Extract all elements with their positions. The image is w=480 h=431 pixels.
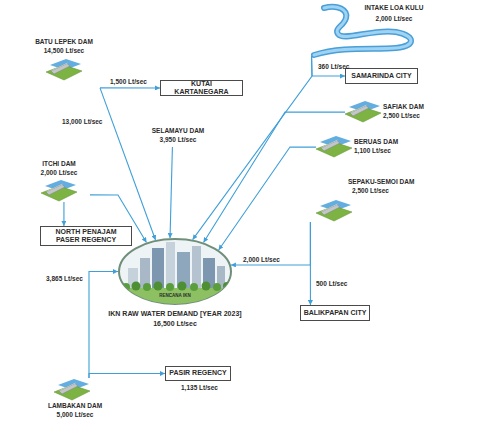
flow-connector <box>204 112 346 242</box>
dam-icon-group <box>46 59 82 80</box>
node-title: SAFIAK DAM <box>383 103 425 110</box>
flow-rate-label: 3,865 Lt/sec <box>46 275 83 282</box>
flow-value: 1,100 Lt/sec <box>354 147 396 154</box>
dam-source: ITCHI DAM 2,000 Lt/sec <box>28 160 90 202</box>
dam-crest <box>59 383 76 392</box>
dam-wall <box>321 205 340 216</box>
region-box: PASIR REGENCY <box>165 366 231 381</box>
flow-value: 2,500 Lt/sec <box>383 112 425 119</box>
dam-crest <box>350 105 367 114</box>
flow-connector <box>219 147 316 250</box>
flow-connector <box>310 222 311 305</box>
dam-crest <box>321 140 338 149</box>
flow-value: 3,950 Lt/sec <box>150 136 206 143</box>
region-box: SAMARINDA CITY <box>345 68 418 84</box>
dam-icon <box>28 38 100 90</box>
dam-crest <box>46 184 63 193</box>
river-water <box>314 7 411 55</box>
region-name: SAMARINDA CITY <box>351 72 411 80</box>
river-bank <box>314 7 411 55</box>
region-name: PASIR REGENCY <box>169 369 226 377</box>
node-title: INTAKE LOA KULU <box>360 4 428 11</box>
flow-connector <box>170 147 172 238</box>
dam-crest <box>51 63 68 72</box>
flow-connector <box>231 222 310 265</box>
flow-connector <box>100 87 160 88</box>
flow-value: 2,000 Lt/sec <box>28 169 90 176</box>
dam-source: BATU LEPEK DAM 14,500 Lt/sec <box>28 38 100 90</box>
dam-source: SAFIAK DAM 2,500 Lt/sec <box>345 100 425 122</box>
dam-source: SEPAKU-SEMOI DAM 2,500 Lt/sec <box>298 178 422 222</box>
dam-wall <box>46 185 65 196</box>
dam-icon-group <box>345 101 381 122</box>
region-name: NORTH PENAJAM PASER REGENCY <box>43 228 129 244</box>
flow-rate-label: 360 Lt/sec <box>318 63 349 70</box>
region-box: NORTH PENAJAM PASER REGENCY <box>40 226 132 246</box>
dam-source: SELAMAYU DAM 3,950 Lt/sec <box>150 127 206 147</box>
flow-value: 5,000 Lt/sec <box>40 411 110 418</box>
flow-rate-label: 13,000 Lt/sec <box>62 118 102 125</box>
node-title: RENCANA IKN <box>100 293 250 298</box>
flow-rate-label: 1,500 Lt/sec <box>110 78 147 85</box>
node-title: LAMBAKAN DAM <box>40 402 110 409</box>
region-box: KUTAI KARTANEGARA <box>160 80 243 96</box>
dam-icon-group <box>316 136 352 157</box>
flow-connector <box>100 88 156 240</box>
flow-value: 2,000 Lt/sec <box>360 15 428 22</box>
demand-ellipse: RENCANA IKN IKN RAW WATER DEMAND [YEAR 20… <box>100 238 250 330</box>
flow-rate-label: 1,135 Lt/sec <box>181 384 218 391</box>
node-title: BATU LEPEK DAM <box>28 38 100 45</box>
dam-icon-group <box>316 200 352 221</box>
flow-rate-label: 2,000 Lt/sec <box>243 256 280 263</box>
flow-connector <box>89 272 118 379</box>
region-name: KUTAI KARTANEGARA <box>163 80 240 96</box>
dam-wall <box>350 106 369 117</box>
node-title: SELAMAYU DAM <box>150 127 206 134</box>
dam-wall <box>321 141 340 152</box>
flow-connector <box>63 202 64 226</box>
dam-wall <box>59 384 78 395</box>
flow-value: 2,500 Lt/sec <box>352 187 422 194</box>
node-title: SEPAKU-SEMOI DAM <box>348 178 422 185</box>
flow-connector <box>89 374 165 379</box>
region-box: BALIKPAPAN CITY <box>300 305 370 321</box>
node-title: BERUAS DAM <box>354 138 396 145</box>
region-name: BALIKPAPAN CITY <box>304 309 367 317</box>
dam-icon-group <box>54 379 90 400</box>
dam-wall <box>51 64 70 75</box>
flow-rate-label: 500 Lt/sec <box>316 280 347 287</box>
flow-value: IKN RAW WATER DEMAND [YEAR 2023] <box>100 310 250 318</box>
node-title: ITCHI DAM <box>28 160 90 167</box>
flow-value: 16,500 Lt/sec <box>100 320 250 328</box>
water-intake: INTAKE LOA KULU 2,000 Lt/sec <box>304 2 430 56</box>
dam-source: BERUAS DAM 1,100 Lt/sec <box>316 135 396 157</box>
flow-value: 14,500 Lt/sec <box>28 47 100 54</box>
dam-icon-group <box>41 180 77 201</box>
dam-source: LAMBAKAN DAM 5,000 Lt/sec <box>40 378 110 420</box>
dam-crest <box>321 204 338 213</box>
